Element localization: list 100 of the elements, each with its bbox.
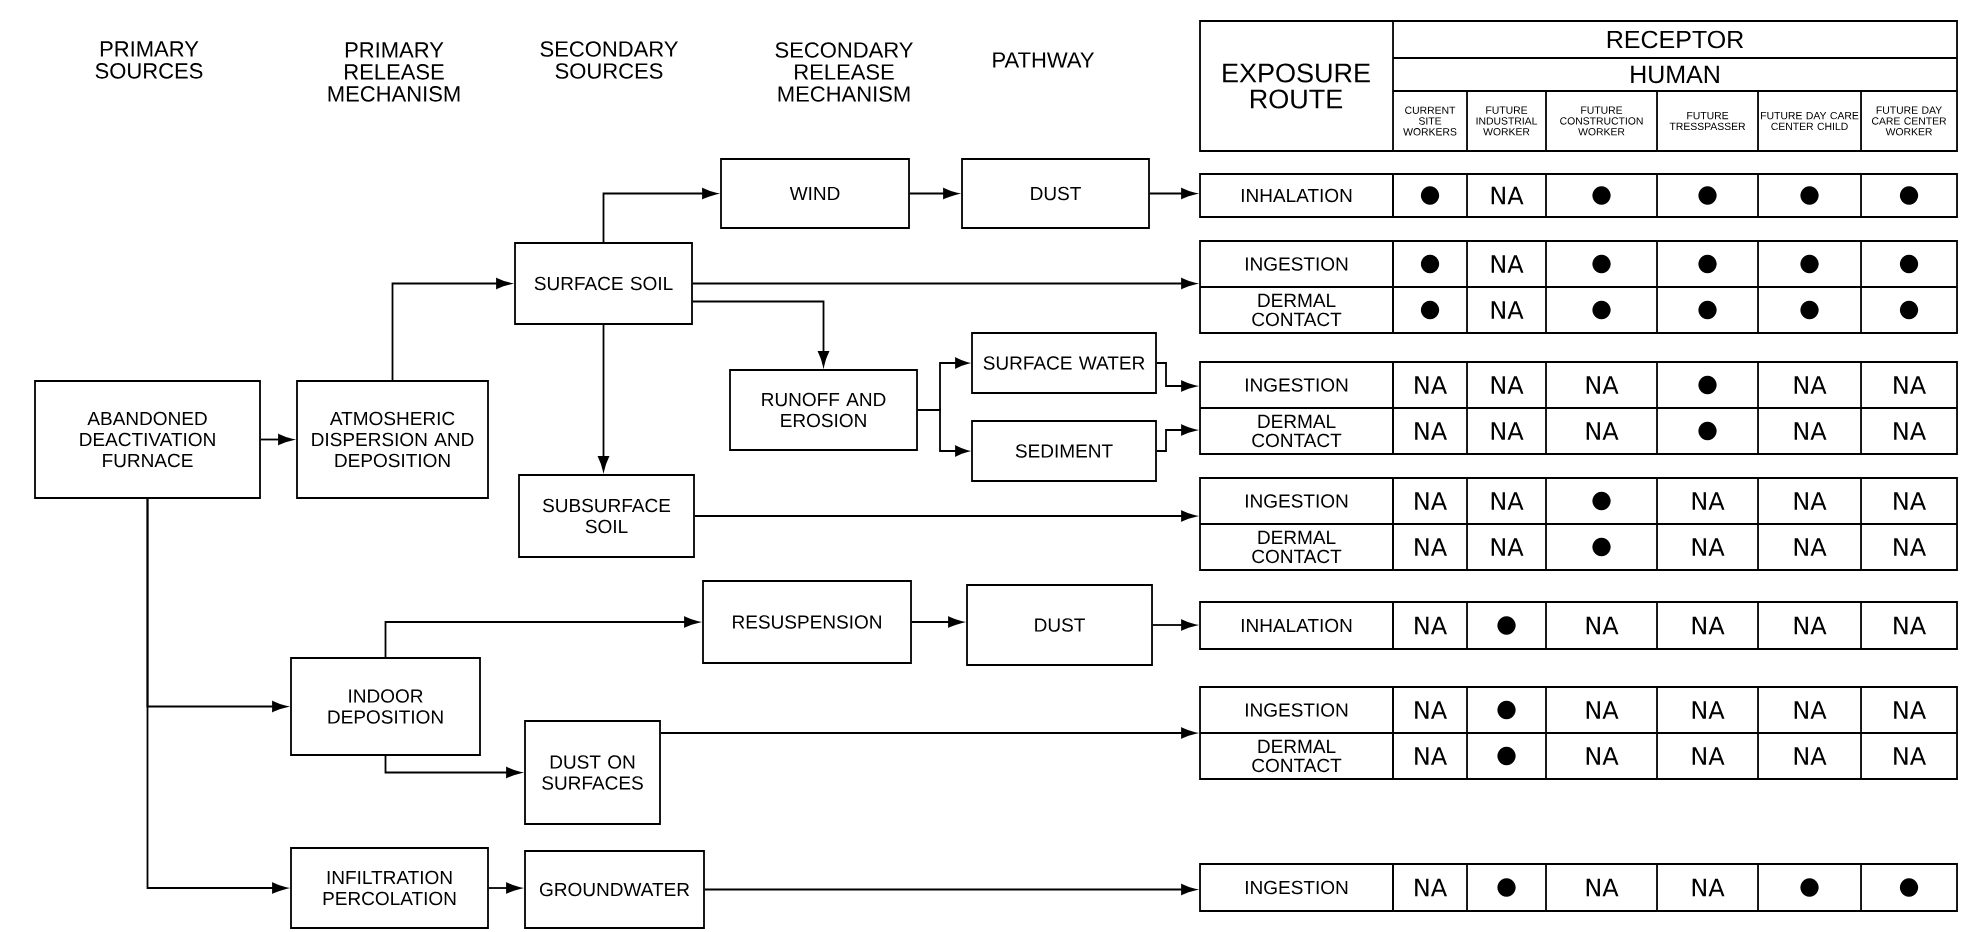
table-cell: ● bbox=[1497, 878, 1516, 897]
table-cell: NA bbox=[1415, 422, 1447, 440]
table-cell: NA bbox=[1794, 747, 1827, 765]
arrow bbox=[660, 727, 1196, 739]
process-box: RUNOFF AND EROSION bbox=[729, 369, 918, 451]
table-header: HUMAN bbox=[1631, 65, 1719, 84]
table-cell: NA bbox=[1415, 492, 1447, 510]
arrow bbox=[911, 616, 963, 628]
table-cell: NA bbox=[1586, 616, 1619, 635]
table-cell: NA bbox=[1794, 701, 1827, 719]
column-header: FUTURE TRESSPASSER bbox=[1669, 112, 1746, 131]
table-cell: ● bbox=[1592, 491, 1611, 511]
table-cell: NA bbox=[1491, 186, 1524, 205]
table-cell: NA bbox=[1491, 301, 1524, 319]
table-cell: ● bbox=[1899, 186, 1919, 205]
table-cell: ● bbox=[1420, 186, 1440, 205]
exposure-route-cell: INGESTION bbox=[1199, 863, 1394, 912]
exposure-route-cell: INGESTION DERMAL CONTACT bbox=[1199, 477, 1394, 571]
table-cell: NA bbox=[1586, 422, 1619, 440]
arrow bbox=[917, 409, 969, 457]
table-cell: ● bbox=[1698, 421, 1717, 441]
column-heading: SECONDARY RELEASE MECHANISM bbox=[775, 42, 913, 102]
process-box: GROUNDWATER bbox=[524, 850, 705, 929]
table-cell: NA bbox=[1586, 878, 1619, 897]
table-cell: NA bbox=[1692, 492, 1725, 510]
process-box: DUST bbox=[961, 158, 1150, 229]
column-heading: SECONDARY SOURCES bbox=[540, 41, 678, 79]
table-cell: NA bbox=[1415, 376, 1447, 394]
arrow bbox=[488, 882, 521, 894]
process-box: RESUSPENSION bbox=[702, 580, 912, 664]
process-box: DUST ON SURFACES bbox=[524, 720, 661, 825]
table-cell: NA bbox=[1692, 701, 1725, 719]
process-box: SEDIMENT bbox=[971, 420, 1157, 482]
table-cell: NA bbox=[1894, 616, 1926, 635]
arrow bbox=[384, 616, 699, 658]
arrow bbox=[694, 510, 1196, 522]
column-heading: PATHWAY bbox=[993, 52, 1095, 68]
table-cell: ● bbox=[1592, 186, 1611, 205]
table-cell: ● bbox=[1420, 300, 1440, 320]
table-cell: NA bbox=[1415, 878, 1447, 897]
column-header: FUTURE CONSTRUCTION WORKER bbox=[1560, 106, 1643, 136]
table-cell: ● bbox=[1800, 878, 1819, 897]
table-cell: NA bbox=[1415, 616, 1447, 635]
table-cell: NA bbox=[1491, 255, 1524, 273]
process-box: SUBSURFACE SOIL bbox=[518, 474, 695, 558]
table-cell: ● bbox=[1497, 700, 1516, 720]
table-header: RECEPTOR bbox=[1607, 30, 1744, 49]
table-cell: NA bbox=[1692, 616, 1725, 635]
column-heading: PRIMARY RELEASE MECHANISM bbox=[328, 42, 460, 102]
table-cell: ● bbox=[1800, 186, 1819, 205]
process-box: INFILTRATION PERCOLATION bbox=[290, 847, 489, 929]
table-cell: ● bbox=[1899, 300, 1919, 320]
table-cell: ● bbox=[1698, 186, 1717, 205]
table-cell: NA bbox=[1491, 538, 1524, 556]
process-box: DUST bbox=[966, 584, 1153, 666]
table-cell: ● bbox=[1592, 254, 1611, 274]
exposure-route-cell: INHALATION bbox=[1199, 173, 1394, 218]
table-cell: ● bbox=[1800, 300, 1819, 320]
table-cell: NA bbox=[1894, 701, 1926, 719]
table-cell: NA bbox=[1894, 376, 1926, 394]
column-header: FUTURE DAY CARE CENTER CHILD bbox=[1761, 111, 1859, 131]
table-cell: NA bbox=[1415, 747, 1447, 765]
table-cell: NA bbox=[1586, 701, 1619, 719]
table-cell: NA bbox=[1794, 376, 1827, 394]
table-cell: NA bbox=[1415, 701, 1447, 719]
table-cell: NA bbox=[1794, 492, 1827, 510]
table-cell: NA bbox=[1894, 747, 1926, 765]
table-cell: NA bbox=[1692, 878, 1725, 897]
arrow bbox=[1152, 619, 1196, 631]
table-cell: NA bbox=[1491, 422, 1524, 440]
table-cell: NA bbox=[1692, 747, 1725, 765]
column-header: FUTURE DAY CARE CENTER WORKER bbox=[1872, 106, 1947, 136]
table-cell: ● bbox=[1420, 254, 1440, 274]
table-cell: NA bbox=[1794, 538, 1827, 556]
arrow bbox=[1156, 362, 1196, 392]
process-box: ATMOSHERIC DISPERSION AND DEPOSITION bbox=[296, 380, 489, 499]
table-cell: NA bbox=[1794, 616, 1827, 635]
table-cell: ● bbox=[1698, 300, 1717, 320]
table-cell: ● bbox=[1698, 375, 1717, 395]
table-cell: ● bbox=[1899, 254, 1919, 274]
process-box: SURFACE WATER bbox=[971, 332, 1157, 394]
table-cell: ● bbox=[1592, 300, 1611, 320]
table-cell: ● bbox=[1592, 537, 1611, 557]
table-cell: ● bbox=[1497, 616, 1516, 635]
table-cell: NA bbox=[1894, 422, 1926, 440]
table-cell: NA bbox=[1586, 376, 1619, 394]
exposure-route-cell: INHALATION bbox=[1199, 601, 1394, 650]
table-cell: NA bbox=[1794, 422, 1827, 440]
process-box: WIND bbox=[720, 158, 910, 229]
table-header: EXPOSURE ROUTE bbox=[1223, 63, 1370, 109]
process-box: SURFACE SOIL bbox=[514, 242, 693, 325]
column-heading: PRIMARY SOURCES bbox=[95, 41, 203, 79]
table-cell: ● bbox=[1800, 254, 1819, 274]
table-cell: NA bbox=[1415, 538, 1447, 556]
table-cell: NA bbox=[1894, 538, 1926, 556]
table-cell: NA bbox=[1586, 747, 1619, 765]
table-cell: ● bbox=[1497, 746, 1516, 766]
table-cell: ● bbox=[1899, 878, 1919, 897]
exposure-route-cell: INGESTION DERMAL CONTACT bbox=[1199, 240, 1394, 334]
exposure-route-cell: INGESTION DERMAL CONTACT bbox=[1199, 361, 1394, 455]
